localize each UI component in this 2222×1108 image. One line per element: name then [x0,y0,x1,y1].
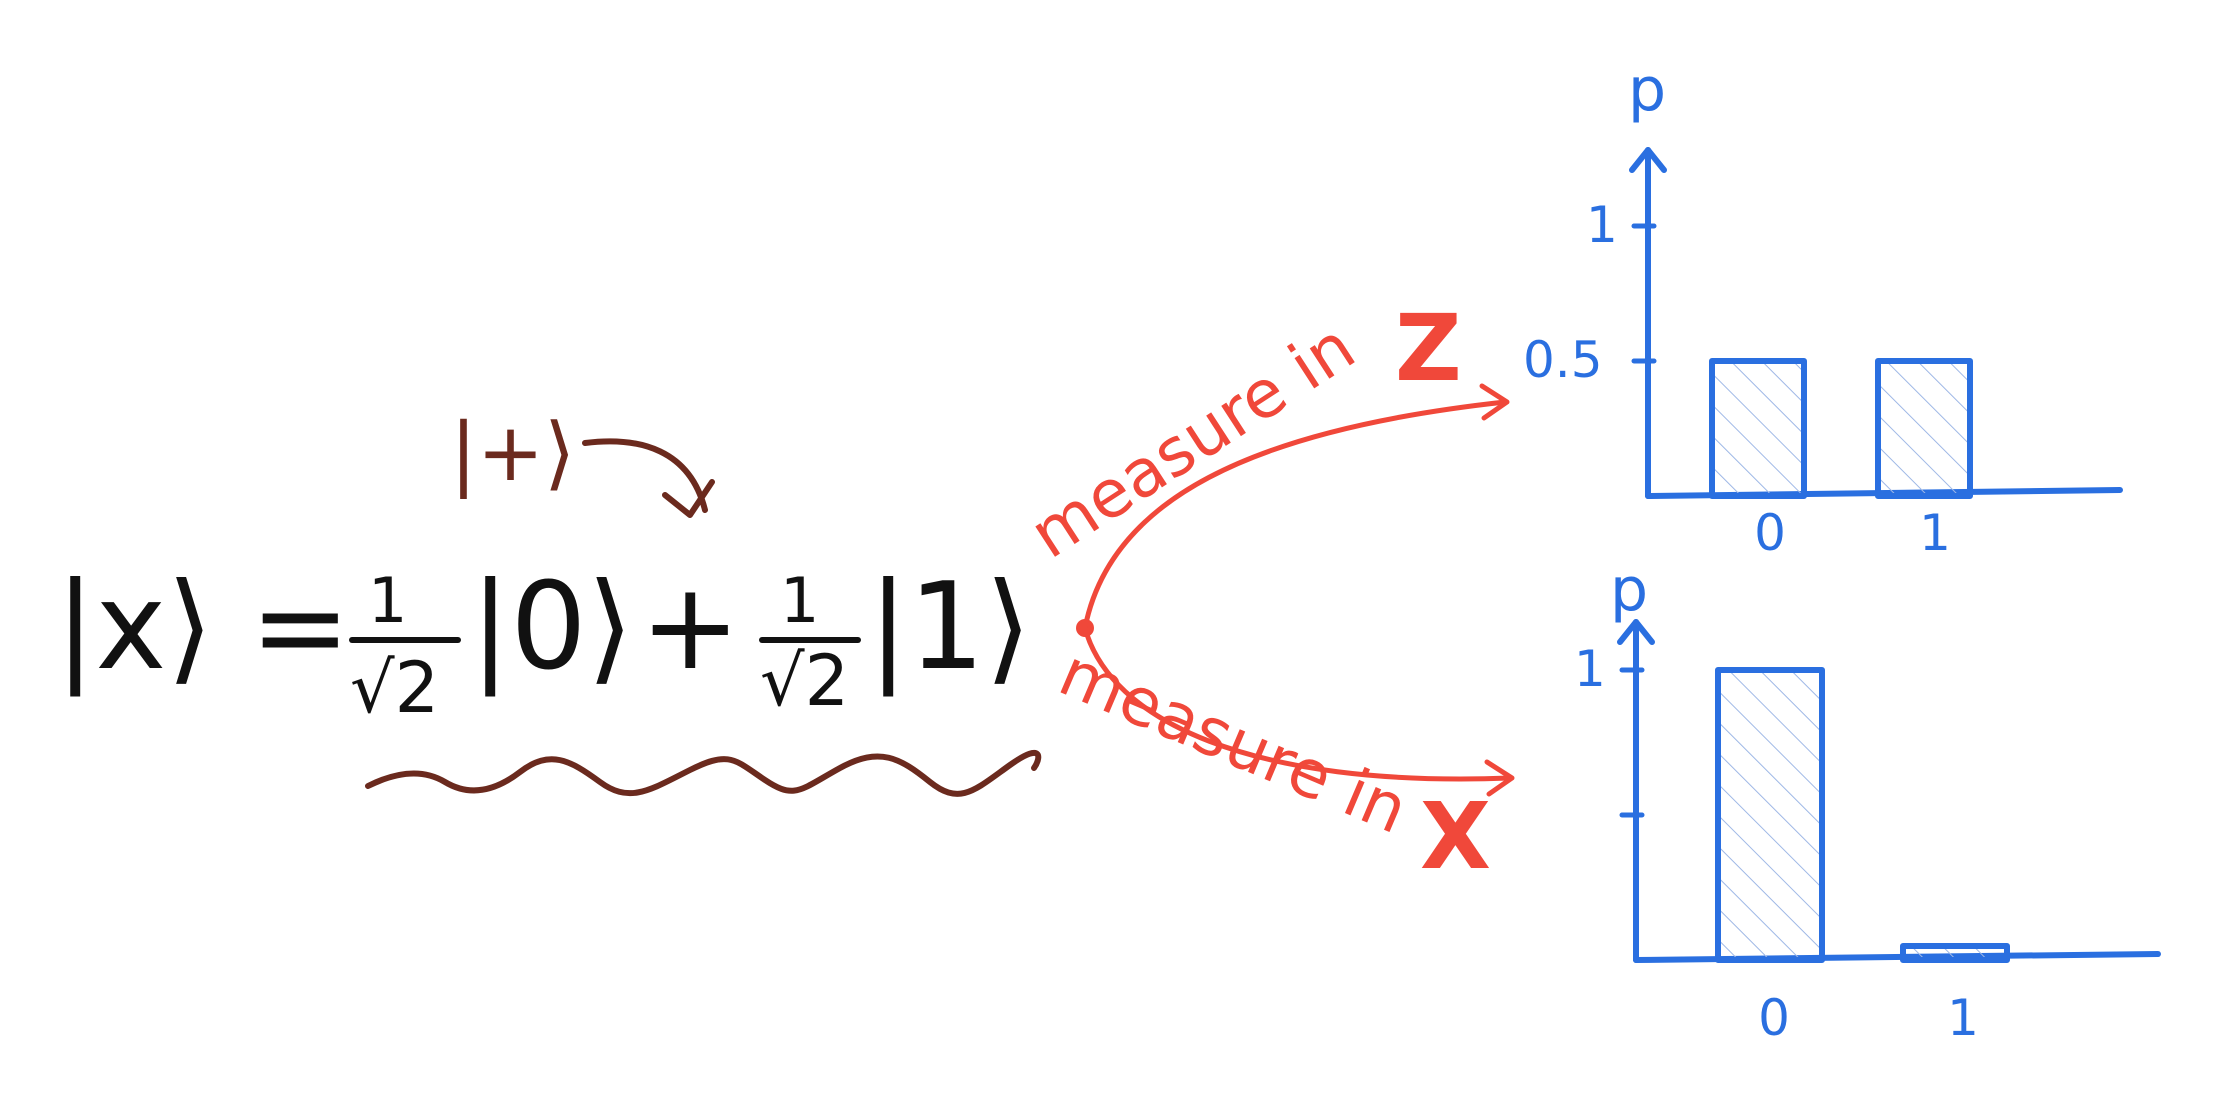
x-axis [1633,951,2161,963]
measure-z-label: measure in [1017,308,1368,574]
x-tick-label: 0 [1758,989,1790,1047]
ket-plus-annotation: |+⟩ [365,406,1042,797]
bar-0 [1715,667,1825,963]
coefficient-2: 1 √2 [759,564,861,722]
ket-one: |1⟩ [868,558,1032,697]
arrow-head-icon [1484,759,1515,797]
arrow-head-icon [1479,383,1510,421]
coefficient-1-numerator: 1 [368,564,407,637]
measure-z-arrow-shaft [1082,399,1508,631]
measure-x-basis: X [1420,783,1491,890]
curved-arrow-shaft [582,438,708,513]
bar-0 [1709,358,1807,499]
x-tick-label: 1 [1919,504,1951,562]
x-tick-label: 0 [1754,504,1786,562]
equation-lhs: |x⟩ [55,558,213,697]
state-equation: |x⟩ = 1 √2 |0⟩ + 1 √2 |1⟩ [55,558,1032,729]
curved-arrow-icon [662,479,715,518]
y-axis-label: p [1610,555,1648,625]
bar-1 [1875,358,1973,499]
y-axis-arrow-icon [1617,619,1655,645]
measure-z-text: measure in [1017,308,1368,574]
chart-measure-z: p 1 0.5 0 1 [1523,55,2123,562]
measure-x-arrow-shaft [1082,625,1513,782]
coefficient-2-numerator: 1 [780,564,819,637]
wavy-underline [365,749,1042,797]
measure-z-basis: Z [1395,295,1462,402]
equation-equals: = [250,558,351,697]
coefficient-1: 1 √2 [349,564,461,729]
equation-plus: + [640,558,741,697]
coefficient-2-denominator: √2 [760,640,849,722]
measurement-branches: measure in Z measure in X [1017,295,1515,890]
coefficient-1-denominator: √2 [350,647,439,729]
bar-1 [1900,943,2010,963]
measure-x-label: measure in [1049,634,1419,849]
y-axis-arrow-icon [1629,147,1667,173]
ket-zero: |0⟩ [470,558,634,697]
x-tick-label: 1 [1947,989,1979,1047]
y-tick-label: 1 [1586,196,1618,254]
ket-plus-label: |+⟩ [450,406,575,500]
measure-x-text: measure in [1049,634,1419,849]
y-axis-label: p [1628,55,1666,125]
y-tick-label: 1 [1574,640,1606,698]
y-tick-label: 0.5 [1523,331,1603,389]
